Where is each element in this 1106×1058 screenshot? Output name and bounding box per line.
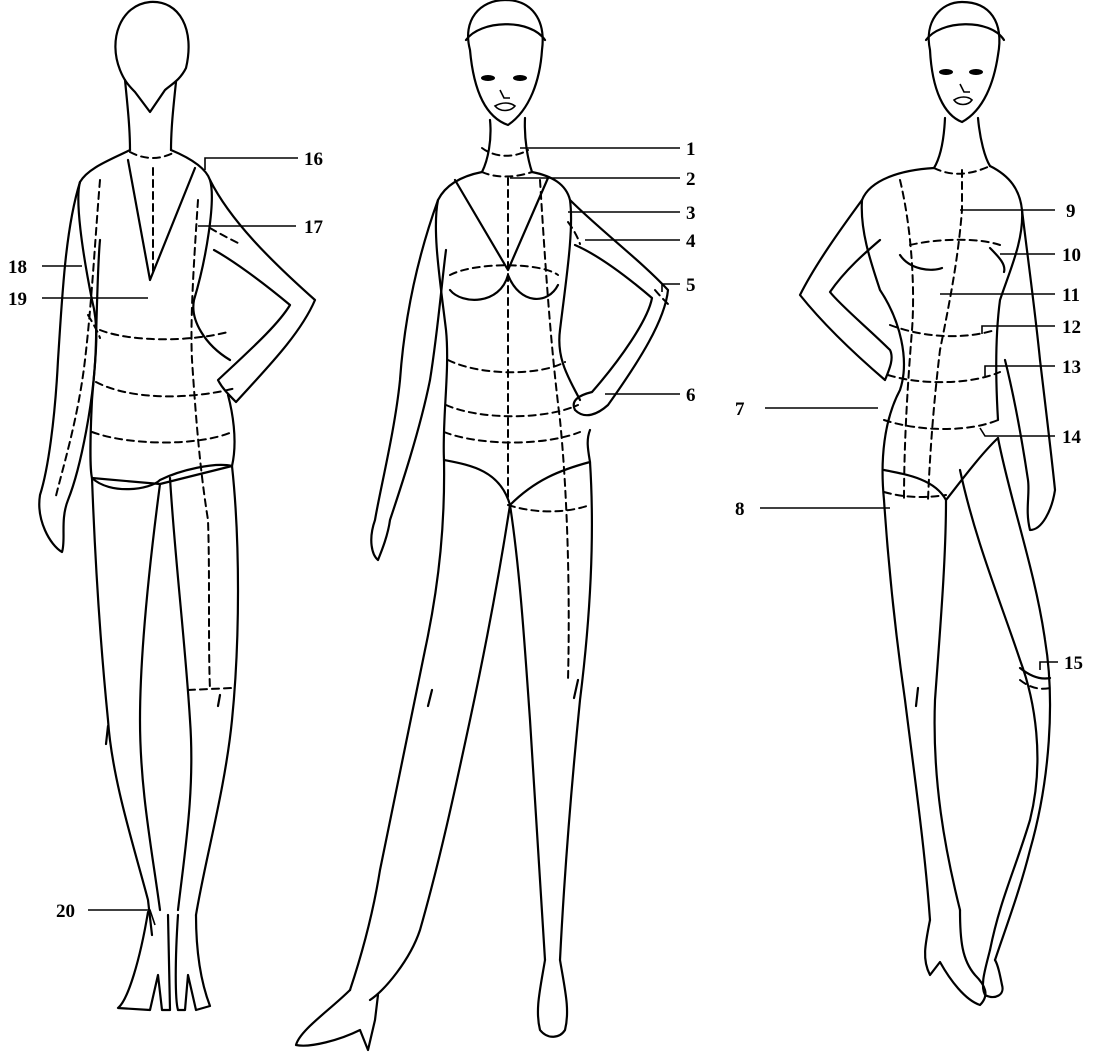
callout-16: 16	[304, 149, 323, 170]
tq-brief	[884, 438, 998, 500]
front-brief	[444, 430, 590, 505]
back-torso	[78, 150, 234, 484]
callout-10: 10	[1062, 245, 1081, 266]
figure-back-view	[39, 2, 315, 1010]
callout-5: 5	[686, 275, 696, 296]
front-left-arm	[371, 200, 446, 560]
callout-12: 12	[1062, 317, 1081, 338]
figure-front-view	[296, 0, 668, 1050]
leader-20	[88, 910, 155, 925]
front-nose	[500, 90, 510, 98]
callout-4: 4	[686, 231, 696, 252]
front-right-eye	[513, 75, 527, 81]
back-legs	[92, 466, 238, 935]
tq-neck	[934, 118, 990, 168]
callout-9: 9	[1066, 201, 1076, 222]
tq-left-arm	[800, 200, 892, 380]
callout-3: 3	[686, 203, 696, 224]
front-left-eye	[481, 75, 495, 81]
back-v-neckline	[128, 160, 195, 280]
front-shoes	[296, 960, 567, 1050]
front-hair-line	[466, 24, 545, 40]
front-dashed-lines	[444, 148, 668, 680]
tq-dashed-lines	[884, 166, 1050, 689]
callout-1: 1	[686, 139, 696, 160]
callout-15: 15	[1064, 653, 1083, 674]
front-legs	[350, 460, 592, 1000]
tq-right-eye	[969, 69, 983, 75]
tq-nose	[960, 84, 970, 92]
tq-right-arm	[1005, 210, 1055, 530]
callout-6: 6	[686, 385, 696, 406]
leader-16	[205, 158, 298, 170]
leader-12	[982, 326, 1055, 334]
callout-11: 11	[1062, 285, 1080, 306]
tq-mouth	[954, 97, 972, 105]
tq-left-eye	[939, 69, 953, 75]
callout-18: 18	[8, 257, 27, 278]
front-bust	[450, 275, 558, 300]
callout-8: 8	[735, 499, 745, 520]
front-head	[468, 0, 543, 125]
tq-hair-line	[926, 24, 1004, 40]
back-shoes	[118, 912, 210, 1010]
callout-2: 2	[686, 169, 696, 190]
callout-13: 13	[1062, 357, 1081, 378]
tq-shoes	[925, 910, 1002, 1005]
front-neck	[482, 118, 532, 172]
front-mouth	[495, 103, 515, 111]
figure-three-quarter-view	[800, 2, 1055, 1005]
front-face	[481, 75, 527, 111]
tq-legs	[884, 438, 1050, 960]
tq-face	[939, 69, 983, 105]
back-dashed-lines	[55, 152, 240, 690]
front-knee-marks	[428, 680, 578, 706]
tq-torso	[862, 166, 1022, 500]
back-left-arm	[39, 182, 100, 552]
front-right-arm	[570, 200, 668, 415]
back-brief-line	[92, 465, 232, 489]
callout-14: 14	[1062, 427, 1082, 448]
callout-17: 17	[304, 217, 324, 238]
callout-7: 7	[735, 399, 745, 420]
tq-bust	[900, 248, 1004, 272]
back-knee-marks	[106, 695, 220, 744]
front-v-neckline	[455, 178, 548, 270]
leader-14	[980, 428, 1055, 436]
callout-20: 20	[56, 901, 75, 922]
back-right-arm	[210, 180, 315, 402]
callout-19: 19	[8, 289, 27, 310]
